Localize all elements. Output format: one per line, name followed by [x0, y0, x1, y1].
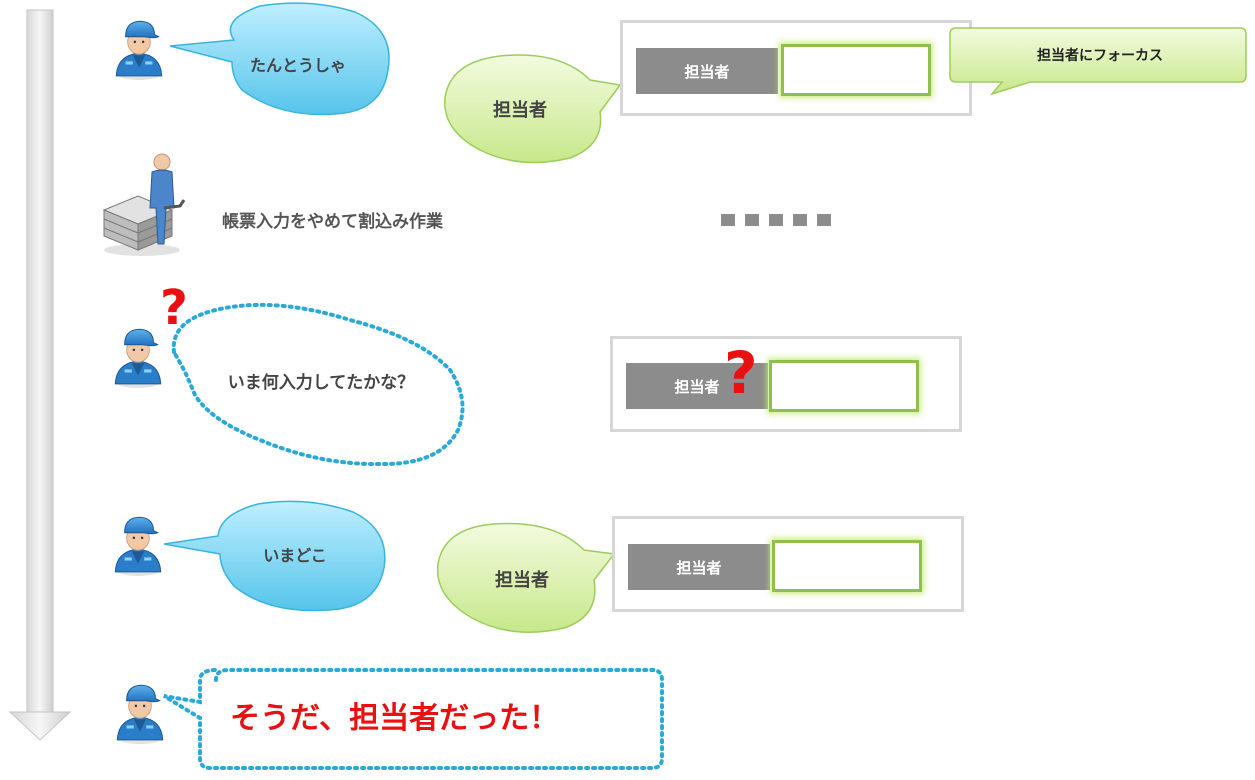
response-bubble [444, 54, 622, 164]
tooltip-callout [949, 27, 1247, 96]
dotted-speech-bubble [162, 668, 664, 770]
timeline-arrow-icon [8, 9, 72, 741]
field-label: 担当者 [626, 363, 768, 409]
speech-text: たんとうしゃ [249, 56, 346, 75]
speech-bubble [163, 500, 386, 612]
response-text: 担当者 [495, 570, 549, 591]
speech-text: いまどこ [263, 546, 327, 565]
ellipsis-squares [721, 214, 831, 226]
assignee-input-focused[interactable] [781, 44, 931, 96]
response-text: 担当者 [493, 100, 547, 121]
user-icon [112, 510, 164, 577]
response-bubble [436, 522, 616, 633]
speech-bubble [169, 2, 390, 116]
realization-text: そうだ、担当者だった！ [230, 701, 560, 736]
thought-bubble [171, 302, 465, 467]
thought-text: いま何入力してたかな？ [227, 373, 415, 393]
user-icon [114, 678, 166, 745]
tooltip-text: 担当者にフォーカス [1037, 48, 1163, 64]
assignee-input[interactable] [769, 360, 919, 412]
user-icon [112, 322, 164, 389]
assignee-input-focused[interactable] [772, 540, 922, 592]
interrupt-caption: 帳票入力をやめて割込み作業 [222, 212, 443, 232]
field-label: 担当者 [636, 48, 778, 94]
question-mark-icon: ? [724, 339, 758, 407]
field-label: 担当者 [628, 544, 770, 590]
user-icon [113, 14, 165, 81]
worker-server-icon [102, 153, 186, 256]
